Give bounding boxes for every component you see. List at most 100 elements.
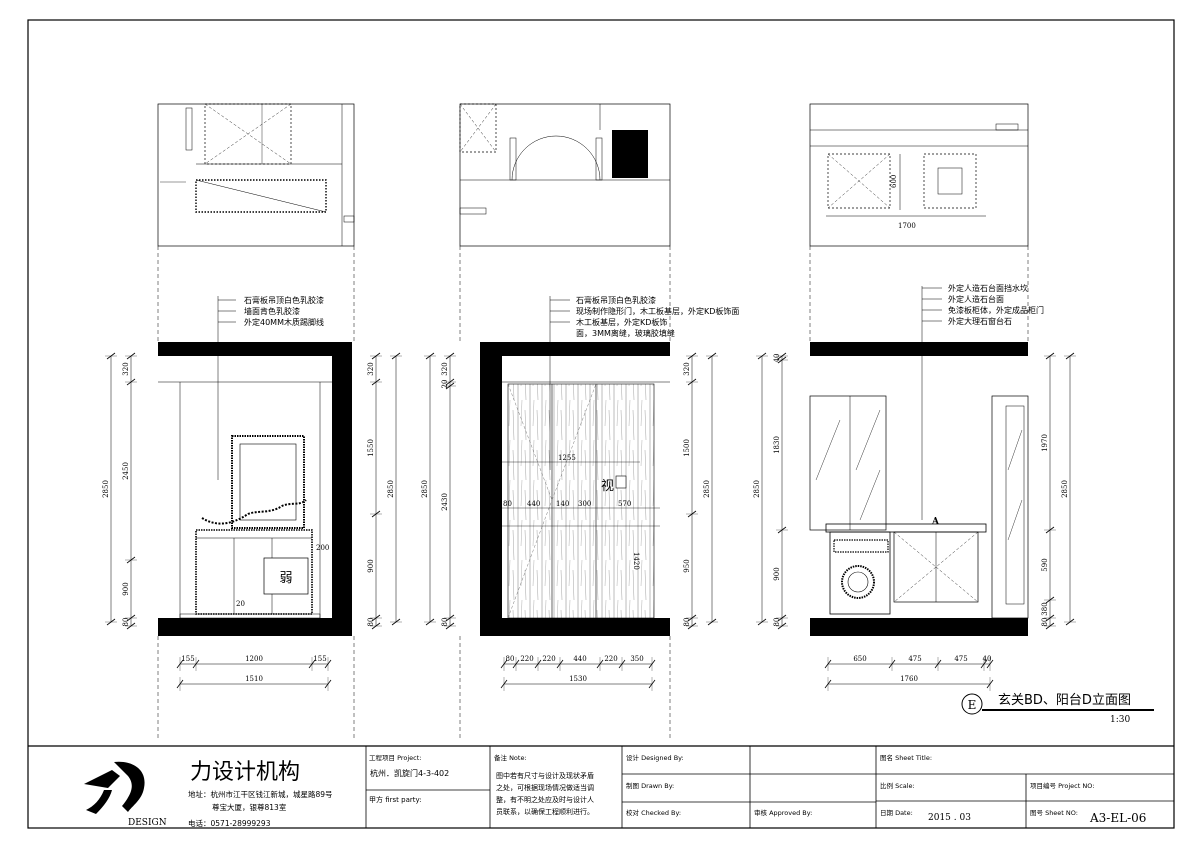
dim-part-label: 1200 <box>245 655 263 663</box>
company-logo <box>84 761 145 814</box>
plan-view-right <box>809 103 1029 247</box>
company-address-1: 地址：杭州市江干区钱江新城，城星路89号 <box>188 789 333 799</box>
dim-part-label: 80 <box>122 618 130 627</box>
plan-view-middle <box>459 103 671 247</box>
dim-total-label: 2850 <box>1061 480 1069 498</box>
dim-part-label: 155 <box>313 655 326 663</box>
middle-side-wall <box>480 342 502 636</box>
drawing-title: 玄关BD、阳台D立面图 <box>998 693 1131 708</box>
remarks-line-2: 之处，可根据现场情况做适当调 <box>496 783 594 792</box>
dim-total-label: 1510 <box>245 675 263 683</box>
note-middle-2: 现场制作隐形门，木工板基层，外定KD板饰面 <box>576 306 739 316</box>
remarks-label: 备注 Note: <box>494 753 527 762</box>
socket-label-middle: 视 <box>601 479 614 494</box>
inner-dim-middle-3: 440 <box>527 500 540 508</box>
dim-part-label: 2450 <box>122 462 130 480</box>
company-phone: 电话：0571-28999293 <box>188 818 271 828</box>
inner-dim-middle-6: 570 <box>618 500 631 508</box>
dim-part-label: 80 <box>441 618 449 627</box>
window-right <box>991 395 1029 619</box>
note-left-1: 石膏板吊顶白色乳胶漆 <box>244 295 324 305</box>
dim-part-label: 320 <box>683 362 691 375</box>
inner-dim-middle-2: 80 <box>503 500 512 508</box>
dim-part-label: 320 <box>122 362 130 375</box>
dim-part-label: 80 <box>773 618 781 627</box>
designed-label: 设计 Designed By: <box>626 753 684 762</box>
note-left-2: 墙面肯色乳胶漆 <box>244 306 300 316</box>
party-label: 甲方 first party: <box>369 795 421 804</box>
inner-dim-middle-1: 1255 <box>558 454 576 462</box>
elevation-right: 600 1700 外定人造石台面挡水坎 外定人造石台面 免漆板柜体，外定成品柜门… <box>809 103 1044 636</box>
dim-part-label: 900 <box>122 582 130 595</box>
inner-dim-middle-5: 300 <box>578 500 591 508</box>
dim-part-label: 950 <box>683 559 691 572</box>
date-value: 2015 . 03 <box>928 813 971 823</box>
date-label: 日期 Date: <box>880 809 913 817</box>
project-label: 工程项目 Project: <box>369 753 422 762</box>
dim-part-label: 2430 <box>441 493 449 511</box>
note-right-1: 外定人造石台面挡水坎 <box>948 283 1028 293</box>
plan-dim-right-2: 1700 <box>898 222 916 230</box>
branch-decor <box>201 499 307 525</box>
drawn-label: 制图 Drawn By: <box>626 781 674 790</box>
dim-part-label: 320 <box>367 362 375 375</box>
dim-part-label: 220 <box>520 655 533 663</box>
dim-part-label: 40 <box>773 354 781 363</box>
scale-label: 比例 Scale: <box>880 781 915 790</box>
dim-part-label: 900 <box>367 559 375 572</box>
drawing-title-marker: E 玄关BD、阳台D立面图 1:30 <box>961 693 1154 725</box>
dim-part-label: 40 <box>983 655 992 663</box>
note-middle-3: 木工板基层，外定KD板饰 <box>576 317 667 327</box>
dim-part-label: 155 <box>181 655 194 663</box>
dim-part-label: 1970 <box>1041 434 1049 452</box>
dim-part-label: 80 <box>1041 618 1049 627</box>
project-value: 杭州．凯旋门4-3-402 <box>370 768 449 778</box>
dim-part-label: 1830 <box>773 436 781 454</box>
sheet-no-label: 图号 Sheet NO: <box>1030 809 1078 817</box>
note-right-2: 外定人造石台面 <box>948 294 1004 304</box>
company-address-2: 尊宝大厦，银尊813室 <box>212 802 287 812</box>
project-no-label: 项目编号 Project NO: <box>1030 781 1094 790</box>
dim-part-label: 220 <box>542 655 555 663</box>
elevation-left: 石膏板吊顶白色乳胶漆 墙面肯色乳胶漆 外定40MM木质踢脚线 弱 200 20 <box>157 103 355 738</box>
sheet-no-value: A3-EL-06 <box>1089 811 1146 825</box>
elevation-middle: 石膏板吊顶白色乳胶漆 现场制作隐形门，木工板基层，外定KD板饰面 木工板基层，外… <box>459 103 739 738</box>
note-middle-1: 石膏板吊顶白色乳胶漆 <box>576 295 656 305</box>
dim-part-label: 320 <box>441 362 449 375</box>
dim-part-label: 650 <box>853 655 866 663</box>
dim-total-label: 1530 <box>569 675 587 683</box>
dim-total-label: 2850 <box>753 480 761 498</box>
note-right-4: 外定大理石窗台石 <box>948 316 1012 326</box>
plan-black-box <box>612 130 648 178</box>
sheet-border <box>27 19 1175 829</box>
approved-label: 审核 Approved By: <box>754 808 812 817</box>
remarks-line-3: 整，有不明之处应及时与设计人 <box>496 795 594 804</box>
title-block <box>365 746 1174 828</box>
index-letter: E <box>968 698 977 712</box>
checked-label: 校对 Checked By: <box>626 808 681 817</box>
remarks-line-4: 员联系，以确保工程顺利进行。 <box>496 807 594 816</box>
sheet-title-label: 图名 Sheet Title: <box>880 753 932 762</box>
inner-dim-middle-7: 1420 <box>632 552 640 570</box>
dim-part-label: 80 <box>683 618 691 627</box>
dim-part-label: 380 <box>1041 602 1049 615</box>
dim-total-label: 2850 <box>703 480 711 498</box>
floor-slab <box>158 618 352 636</box>
note-right-3: 免漆板柜体，外定成品柜门 <box>948 305 1044 315</box>
dim-part-label: 475 <box>954 655 967 663</box>
socket-label-left: 弱 <box>279 571 292 586</box>
dim-part-label: 590 <box>1041 558 1049 571</box>
dim-part-label: 20 <box>441 380 449 389</box>
washing-machine <box>829 531 891 615</box>
logo-caption: DESIGN <box>128 818 167 828</box>
dim-part-label: 440 <box>573 655 586 663</box>
section-marker-a: A <box>931 517 940 527</box>
window-left <box>809 395 887 531</box>
drawing-scale: 1:30 <box>1110 715 1130 725</box>
dim-total-label: 2850 <box>421 480 429 498</box>
remarks-line-1: 图中若有尺寸与设计及现状矛盾 <box>496 771 594 780</box>
inner-dim-left-1: 200 <box>316 544 329 552</box>
dim-total-label: 2850 <box>102 480 110 498</box>
